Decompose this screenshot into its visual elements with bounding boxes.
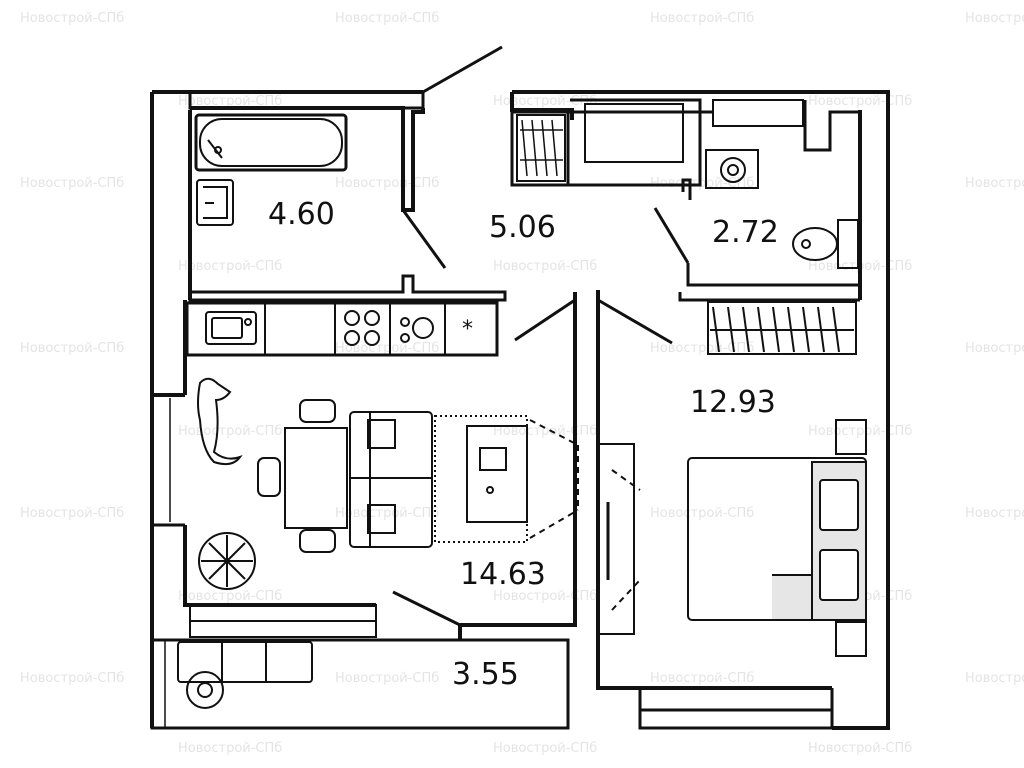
washing-machine (705, 149, 759, 189)
dog-icon (197, 377, 243, 466)
bathtub (194, 113, 348, 172)
balcony-area: 3.55 (452, 657, 519, 692)
bedroom-area: 12.93 (690, 385, 776, 420)
hallway-area: 5.06 (489, 210, 556, 245)
watermark-text: Новострой-СПб (808, 741, 912, 756)
tv-stand (597, 443, 635, 635)
watermark-text: Новострой-СПб (808, 94, 912, 109)
wardrobe (584, 103, 684, 163)
watermark-text: Новострой-СПб (178, 589, 282, 604)
watermark-text: Новострой-СПб (20, 176, 124, 191)
watermark-text: Новострой-СПб (335, 506, 439, 521)
watermark-text: Новострой-СПб (20, 11, 124, 26)
living-furniture (164, 377, 579, 728)
watermark-text: Новострой-СПб (493, 259, 597, 274)
area-labels: 4.60 5.06 2.72 12.93 14.63 3.55 (268, 197, 779, 692)
watermark-text: Новострой-СПб (493, 589, 597, 604)
watermark-text: Новострой-СПб (965, 11, 1024, 26)
toilet-area: 2.72 (712, 215, 779, 250)
watermark-text: Новострой-СПб (20, 341, 124, 356)
watermark-text: Новострой-СПб (178, 424, 282, 439)
kitchen-sink (205, 311, 257, 345)
watermark-text: Новострой-СПб (965, 506, 1024, 521)
watermark-text: Новострой-СПб (178, 259, 282, 274)
desk (466, 425, 528, 523)
hob (344, 310, 380, 346)
bedroom-furniture (597, 301, 867, 657)
watermark-text: Новострой-СПб (650, 11, 754, 26)
oven (400, 317, 434, 343)
watermark-text: Новострой-СПб (335, 671, 439, 686)
asterisk-icon: * (462, 317, 473, 342)
watermark-text: Новострой-СПб (178, 94, 282, 109)
watermark-text: Новострой-СПб (650, 506, 754, 521)
watermark-text: Новострой-СПб (335, 341, 439, 356)
bathroom-sink (196, 179, 234, 226)
toilet-room (510, 98, 860, 302)
doors (392, 45, 690, 627)
plant-icon (198, 532, 256, 590)
laptop-icon (479, 447, 507, 471)
watermark-text: Новострой-СПб (650, 671, 754, 686)
watermark-text: Новострой-СПб (335, 11, 439, 26)
watermark-text: Новострой-СПб (650, 341, 754, 356)
bathroom (188, 106, 507, 302)
kitchen-counter: * (185, 301, 499, 357)
sofa (349, 411, 433, 548)
table-icon (186, 671, 224, 709)
watermark-text: Новострой-СПб (20, 671, 124, 686)
watermark-text: Новострой-СПб (493, 94, 597, 109)
watermark-text: Новострой-СПб (493, 741, 597, 756)
storage-shelf (516, 114, 566, 182)
watermark-text: Новострой-СПб (493, 424, 597, 439)
watermark-text: Новострой-СПб (965, 671, 1024, 686)
bathroom-area: 4.60 (268, 197, 335, 232)
dining-table (284, 427, 348, 529)
watermark-text: Новострой-СПб (20, 506, 124, 521)
bedroom-wardrobe (707, 301, 857, 355)
living-area: 14.63 (460, 557, 546, 592)
lounge-sofa (177, 641, 313, 683)
watermark-text: Новострой-СПб (178, 741, 282, 756)
watermark-text: Новострой-СПб (335, 176, 439, 191)
watermark-text: Новострой-СПб (965, 176, 1024, 191)
watermark-text: Новострой-СПб (808, 424, 912, 439)
walls (150, 90, 890, 730)
watermark-text: Новострой-СПб (965, 341, 1024, 356)
